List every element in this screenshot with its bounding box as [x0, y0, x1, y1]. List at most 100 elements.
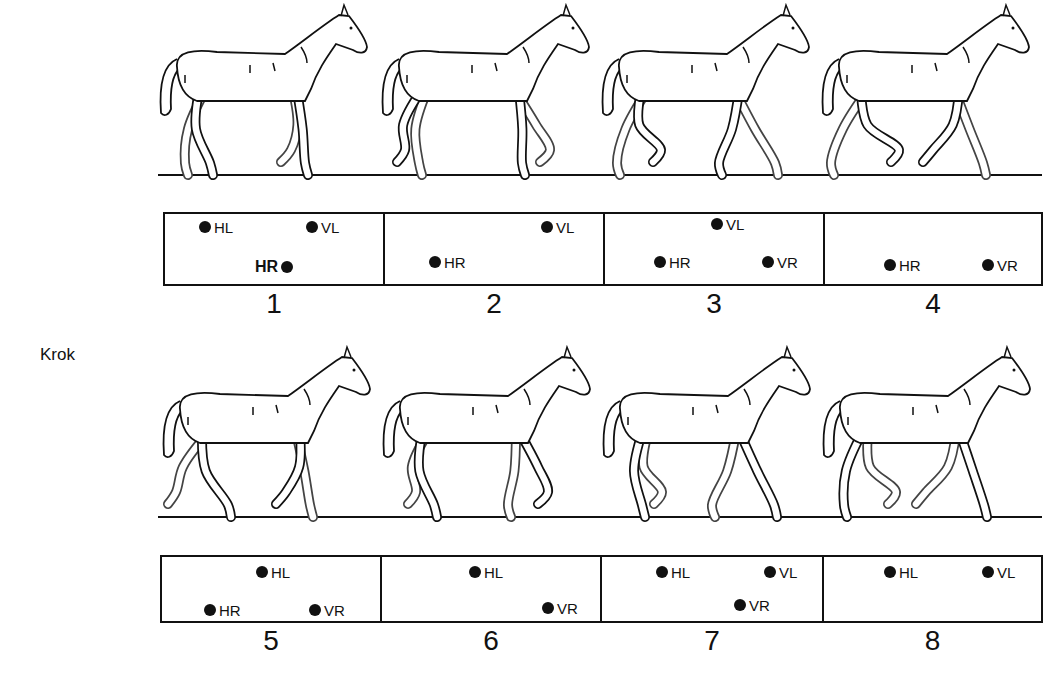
footfall-box: HLVL8 — [822, 555, 1043, 623]
leg-label: HR — [219, 603, 241, 618]
horse-body — [839, 15, 1029, 101]
horse-eye — [1013, 369, 1016, 372]
phase-number: 5 — [263, 627, 279, 655]
horse-figure — [823, 5, 1029, 175]
horse-figure — [603, 5, 809, 175]
horse-leg — [960, 433, 987, 517]
horse-eye — [350, 27, 353, 30]
horse-leg — [202, 433, 231, 517]
leg-label: HL — [671, 565, 690, 580]
footfall-dot — [982, 259, 994, 271]
horse-leg — [740, 433, 777, 517]
footfall-dot — [281, 261, 293, 273]
horse-eye — [1012, 27, 1015, 30]
horse-sketch-mark — [408, 347, 571, 425]
footfall-dot — [884, 259, 896, 271]
horse-leg — [634, 433, 645, 517]
horse-figure — [384, 347, 590, 517]
phase-number: 3 — [706, 290, 722, 318]
horse-sketch-mark — [628, 347, 791, 425]
horse-leg — [719, 91, 739, 175]
ground-line — [158, 516, 1042, 518]
footfall-dot — [306, 221, 318, 233]
gait-label: Krok — [40, 346, 75, 363]
horse-eye — [793, 369, 796, 372]
horse-sketch-mark — [185, 5, 348, 83]
footfall-box: VLHR2 — [383, 212, 605, 286]
leg-label: HR — [899, 258, 921, 273]
horse-figure — [161, 5, 367, 175]
horse-leg — [419, 433, 437, 517]
leg-label: HR — [255, 259, 278, 275]
horse-leg — [397, 91, 421, 162]
horse-leg — [719, 91, 739, 175]
horse-leg — [397, 91, 421, 162]
leg-label: VR — [557, 601, 578, 616]
horse-sketch-mark — [407, 5, 570, 83]
horse-sketch-mark — [848, 347, 1011, 425]
leg-label: VR — [749, 598, 770, 613]
leg-label: HL — [271, 565, 290, 580]
footfall-dot — [199, 221, 211, 233]
leg-label: VR — [997, 258, 1018, 273]
horse-leg — [297, 91, 308, 175]
horse-leg — [740, 433, 777, 517]
horse-body — [619, 15, 809, 101]
horse-body — [620, 357, 810, 443]
footfall-box: HLVR6 — [380, 555, 602, 623]
horse-eye — [353, 369, 356, 372]
footfall-dot — [469, 566, 481, 578]
horse-leg — [844, 433, 862, 517]
horse-leg — [419, 433, 437, 517]
phase-number: 1 — [266, 290, 282, 318]
footfall-dot — [764, 566, 776, 578]
horse-leg — [712, 433, 736, 517]
phase-number: 7 — [704, 627, 720, 655]
horse-leg — [508, 433, 516, 517]
horse-sketch-mark — [627, 5, 790, 83]
horse-figure — [604, 347, 810, 517]
footfall-dot — [429, 256, 441, 268]
footfall-dot — [884, 566, 896, 578]
horse-figure — [383, 5, 589, 175]
horse-leg — [519, 91, 525, 175]
horse-body — [180, 357, 370, 443]
horse-figure — [824, 347, 1030, 517]
horse-sketch-mark — [188, 347, 351, 425]
phase-number: 6 — [483, 627, 499, 655]
footfall-dot — [711, 218, 723, 230]
horse-sketch-mark — [847, 5, 1010, 83]
phase-number: 8 — [925, 627, 941, 655]
phase-number: 2 — [486, 290, 502, 318]
horse-leg — [196, 91, 213, 175]
leg-label: VL — [321, 220, 339, 235]
footfall-box: HLHRVR5 — [160, 555, 382, 623]
leg-label: VL — [556, 220, 574, 235]
footfall-dot — [542, 602, 554, 614]
leg-label: VL — [726, 217, 744, 232]
horse-body — [400, 357, 590, 443]
horse-eye — [573, 369, 576, 372]
horse-leg — [202, 433, 231, 517]
ground-line — [158, 174, 1042, 176]
leg-label: HL — [484, 565, 503, 580]
footfall-dot — [762, 256, 774, 268]
horse-leg — [712, 433, 736, 517]
horse-leg — [519, 91, 525, 175]
leg-label: VL — [779, 565, 797, 580]
horse-body — [399, 15, 589, 101]
horse-leg — [844, 433, 862, 517]
horse-eye — [572, 27, 575, 30]
leg-label: HR — [444, 255, 466, 270]
footfall-box: HLVLVR7 — [600, 555, 824, 623]
horse-leg — [634, 433, 645, 517]
footfall-box: HRVR4 — [823, 212, 1043, 286]
leg-label: VR — [324, 603, 345, 618]
horse-leg — [508, 433, 516, 517]
footfall-dot — [256, 566, 268, 578]
footfall-dot — [309, 604, 321, 616]
footfall-dot — [734, 599, 746, 611]
footfall-dot — [982, 566, 994, 578]
leg-label: VL — [997, 565, 1015, 580]
